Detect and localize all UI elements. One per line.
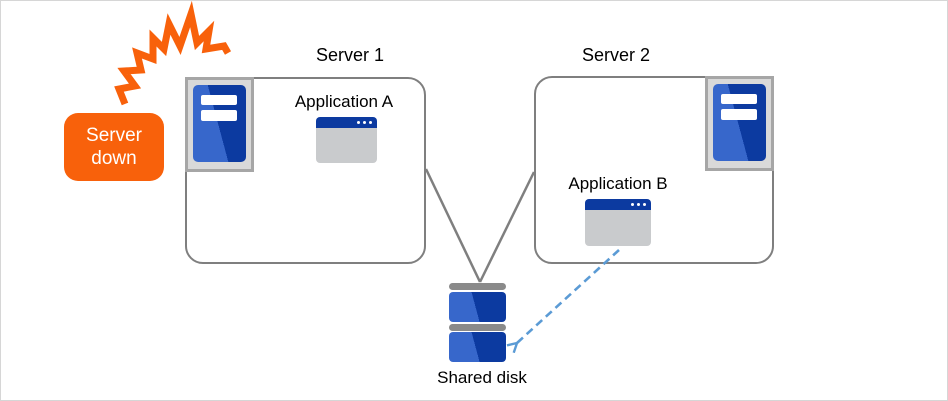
window-dot-icon — [637, 203, 640, 206]
disk-platter — [449, 332, 506, 362]
disk-cap — [449, 283, 506, 290]
explosion-icon — [114, 1, 232, 106]
window-dot-icon — [631, 203, 634, 206]
window-dot-icon — [369, 121, 372, 124]
server-slot-bar — [201, 95, 237, 105]
disk-cap — [449, 324, 506, 331]
server-down-label: Server down — [86, 125, 142, 169]
application-a-label: Application A — [294, 92, 394, 111]
server-slot-bar — [721, 94, 757, 104]
window-dot-icon — [363, 121, 366, 124]
server1-to-disk-line — [424, 168, 482, 283]
explosion-zigzag-stroke — [114, 1, 232, 106]
window-titlebar — [585, 199, 651, 210]
server1-title: Server 1 — [315, 45, 385, 65]
window-dot-icon — [643, 203, 646, 206]
server2-title: Server 2 — [581, 45, 651, 65]
server1-hardware-icon — [185, 77, 254, 172]
window-body — [316, 128, 377, 163]
shared-disk-label: Shared disk — [437, 368, 527, 387]
window-body — [585, 210, 651, 246]
window-titlebar — [316, 117, 377, 128]
server2-hardware-icon — [705, 76, 774, 171]
application-b-label: Application B — [568, 174, 668, 193]
application-b-window-icon — [585, 199, 651, 246]
disk-platter — [449, 292, 506, 322]
window-dot-icon — [357, 121, 360, 124]
rack-server-icon — [713, 84, 766, 161]
rack-server-icon — [193, 85, 246, 162]
application-a-window-icon — [316, 117, 377, 163]
server-down-callout: Server down — [64, 113, 164, 181]
server2-to-disk-line — [478, 171, 536, 283]
server-slot-bar — [201, 110, 237, 121]
shared-disk-icon — [449, 283, 506, 362]
server-slot-bar — [721, 109, 757, 120]
